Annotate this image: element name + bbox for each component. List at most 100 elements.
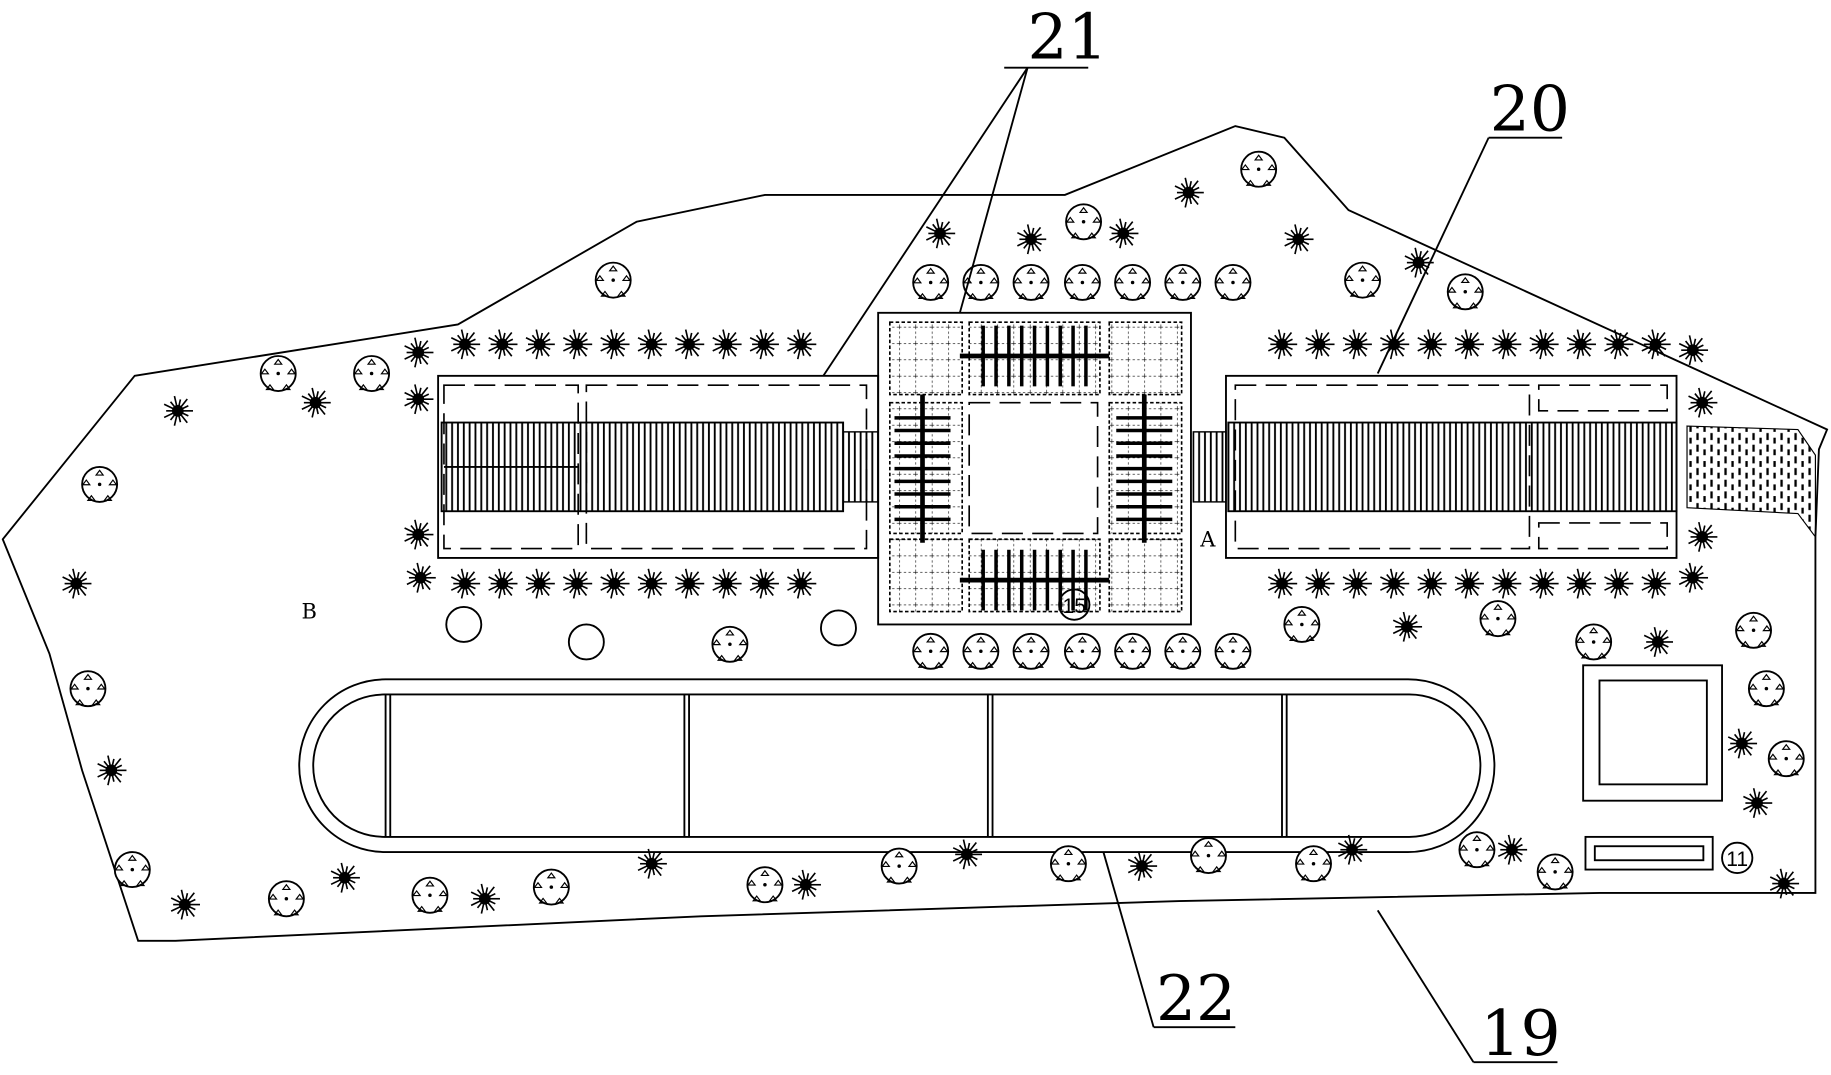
tree-icon (1458, 831, 1496, 869)
callout-19: 19 (1376, 909, 1561, 1070)
tree-icon (69, 670, 107, 708)
shrub-icon (1338, 834, 1368, 865)
shrub-icon (1566, 329, 1596, 360)
shrub-icon (925, 218, 956, 249)
shrub-icon (1566, 568, 1596, 599)
point-label-a: A (1199, 527, 1216, 551)
tree-icon (1164, 264, 1202, 301)
tree-icon (353, 355, 391, 392)
shrub-icon (1688, 521, 1718, 552)
shrub-icon (675, 329, 705, 360)
tree-icon (962, 632, 1000, 670)
shrub-icon (450, 329, 481, 360)
grid-cell (889, 538, 964, 613)
shrub-icon (488, 329, 518, 360)
shrub-icon (525, 568, 555, 599)
shrub-icon (1417, 568, 1447, 599)
shrub-icon (637, 329, 667, 360)
shrub-icon (1404, 247, 1434, 278)
shrub-icon (1492, 568, 1522, 599)
tree-icon (1114, 632, 1152, 670)
shrub-icon (1643, 626, 1674, 657)
shrub-icon (488, 568, 518, 599)
shrub-icon (1267, 329, 1298, 360)
shrub-icon (1305, 329, 1335, 360)
shrub-icon (97, 755, 127, 786)
shrub-icon (637, 848, 667, 879)
shrub-icon (450, 568, 481, 599)
shrub-icon (404, 337, 434, 368)
shrub-icon (404, 519, 434, 550)
shrub-icon (600, 329, 630, 360)
shrub-icon (1392, 611, 1423, 642)
point-label-b: B (302, 600, 317, 624)
square-tank (1582, 664, 1723, 802)
tree-icon (81, 465, 119, 503)
shrub-icon (1743, 788, 1773, 819)
shrub-icon (675, 568, 705, 599)
tree-icon (1747, 670, 1785, 708)
shrub-icon (404, 384, 434, 415)
tree-icon (113, 851, 151, 889)
shrub-icon (600, 568, 630, 599)
small-ponds (445, 606, 857, 661)
tree-icon (1012, 632, 1050, 670)
grid-cell (1108, 321, 1183, 396)
tree-icon (912, 264, 950, 301)
tree-icon (594, 261, 632, 299)
tree-icon (1446, 273, 1484, 311)
shrub-icon (749, 329, 779, 360)
tree-icon (411, 876, 449, 914)
shrub-icon (1017, 224, 1047, 255)
shrub-icon (1678, 562, 1709, 593)
shrub-icon (1492, 329, 1522, 360)
shrub-icon (1604, 329, 1634, 360)
racetrack-pond (298, 678, 1496, 853)
shrub-icon (787, 329, 817, 360)
shrub-icon (1417, 329, 1447, 360)
shrub-icon (1727, 728, 1758, 759)
shrub-icon (1497, 834, 1528, 865)
shrub-icon (1342, 329, 1372, 360)
tree-icon (1190, 837, 1227, 875)
tree-icon (1575, 623, 1613, 661)
shrub-icon (712, 329, 742, 360)
tree-icon (1283, 606, 1321, 643)
tree-icon (1344, 261, 1381, 299)
tree-icon (1065, 203, 1103, 241)
tree-icon (1012, 264, 1050, 301)
shrub-icon (1127, 851, 1158, 882)
shrub-icon (787, 568, 817, 599)
left-cultivation-strip (437, 374, 880, 559)
svg-text:19: 19 (1480, 997, 1560, 1070)
tree-icon (1767, 740, 1805, 778)
tree-icon (1049, 845, 1087, 883)
shrub-icon (952, 839, 983, 870)
shrub-icon (1688, 387, 1718, 418)
tree-icon (1214, 264, 1252, 301)
ref-label-15: 15 (1063, 595, 1086, 618)
shrub-icon (1641, 568, 1671, 599)
shrub-icon (1641, 329, 1671, 360)
tree-icon (532, 868, 570, 906)
shrub-icon (62, 568, 92, 599)
shrub-icon (163, 395, 193, 426)
shrub-icon (1305, 568, 1335, 599)
rectangular-tank-11 (1584, 835, 1714, 871)
shrub-icon (637, 568, 667, 599)
shrub-icon (1454, 329, 1484, 360)
svg-text:20: 20 (1490, 73, 1570, 146)
shrub-icon (1380, 568, 1410, 599)
shrub-icon (1529, 329, 1559, 360)
tree-icon (1536, 853, 1574, 891)
tree-icon (1214, 632, 1252, 670)
callout-20: 20 (1376, 73, 1570, 374)
central-square-plot (877, 311, 1192, 626)
svg-text:21: 21 (1028, 0, 1108, 73)
shrub-icon (562, 329, 593, 360)
shrub-icon (562, 568, 593, 599)
shrub-icon (1380, 329, 1410, 360)
tree-icon (1240, 150, 1278, 188)
